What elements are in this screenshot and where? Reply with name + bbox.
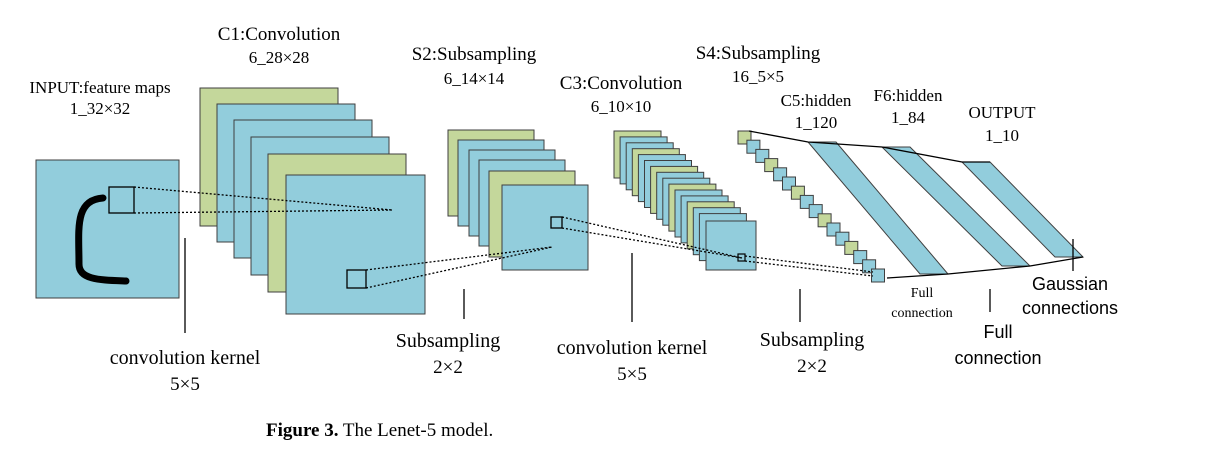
- envelope-bottom: [886, 256, 1084, 279]
- c3-stack: [613, 130, 757, 271]
- s4-column: [737, 130, 885, 283]
- input-title: INPUT:feature maps: [29, 78, 170, 97]
- projection-line: [744, 260, 874, 277]
- c1-stack: [199, 87, 426, 315]
- projection-line: [133, 209, 393, 214]
- projection-line: [744, 255, 874, 273]
- s4-map: [871, 268, 885, 283]
- sub2-size: 2×2: [797, 356, 827, 377]
- projection-line: [561, 227, 743, 259]
- conv2-label: convolution kernel: [557, 337, 708, 359]
- fc2-label-line1: Full: [983, 322, 1012, 342]
- figure-caption: Figure 3. The Lenet-5 model.: [266, 420, 493, 442]
- sub1-label: Subsampling: [396, 330, 500, 352]
- gauss-label-line2: connections: [1022, 298, 1118, 318]
- projection-line: [561, 216, 743, 259]
- input-layer: [35, 159, 180, 299]
- s4-title: S4:Subsampling: [696, 43, 821, 64]
- conv1-label: convolution kernel: [110, 347, 261, 369]
- s2-size: 6_14×14: [444, 69, 505, 88]
- c5-size: 1_120: [795, 113, 838, 132]
- s4-size: 16_5×5: [732, 67, 784, 86]
- c1-title: C1:Convolution: [218, 24, 341, 45]
- output-size: 1_10: [985, 126, 1019, 145]
- s2-title: S2:Subsampling: [412, 44, 537, 65]
- gauss-label-line1: Gaussian: [1032, 274, 1108, 294]
- s2-stack: [447, 129, 589, 271]
- c3-size: 6_10×10: [591, 97, 652, 116]
- envelope-top: [748, 130, 990, 163]
- f6-title: F6:hidden: [874, 86, 943, 105]
- fc1-label-line1: Full: [911, 286, 934, 301]
- sub1-size: 2×2: [433, 357, 463, 378]
- conv1-size: 5×5: [170, 374, 200, 395]
- input-feature-map: [35, 159, 180, 299]
- conv2-size: 5×5: [617, 364, 647, 385]
- s2-kernel-window: [550, 216, 563, 229]
- sub2-label: Subsampling: [760, 329, 864, 351]
- c5-band: [806, 141, 950, 275]
- caption-label: Figure 3.: [266, 420, 339, 441]
- c3-map: [705, 220, 757, 271]
- c5-title: C5:hidden: [781, 91, 852, 110]
- projection-line: [365, 246, 553, 271]
- input-kernel-window: [108, 186, 135, 214]
- c1-pool-window: [346, 269, 367, 289]
- c3-title: C3:Convolution: [560, 73, 683, 94]
- c1-size: 6_28×28: [249, 48, 310, 67]
- handwritten-stroke: [75, 194, 130, 285]
- input-size: 1_32×32: [70, 99, 131, 118]
- fc2-label-line2: connection: [954, 348, 1041, 368]
- s2-map: [501, 184, 589, 271]
- fc1-label-line2: connection: [891, 306, 952, 321]
- projection-line: [133, 186, 393, 211]
- caption-text: The Lenet-5 model.: [338, 420, 494, 441]
- output-title: OUTPUT: [968, 103, 1036, 122]
- f6-size: 1_84: [891, 108, 926, 127]
- fully-connected-bands: [806, 141, 1085, 275]
- c1-map: [285, 174, 426, 315]
